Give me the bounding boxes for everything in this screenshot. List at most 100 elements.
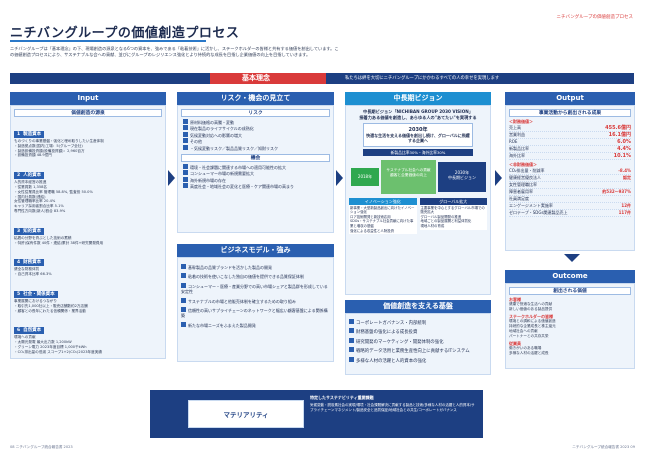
nonfinancial-row: CO₂排出量・削減率-8.4% [509,168,631,175]
foundation-item-text: 多様な人材の活躍と人的資本の強化 [356,358,427,364]
strengths-column: ビジネスモデル・強み 基幹製品の品質ブランドを活かした製品の開発粘着の技術を使い… [177,244,334,362]
strength-item: 信頼性の高いサプライチェーンのネットワークと幅広い顧客基盤による関係構築 [181,307,330,319]
capital-line: キャリア採用者割合比率 5.1% [14,204,64,209]
outcome-item: 持続的な企業成長と株主還元 [509,324,556,329]
outcome-column: Outcome 創出される価値 お客様健康で快適な生活への貢献新しい価値のある製… [505,270,635,369]
financial-label: ＜財務価値＞ [509,119,533,124]
opportunity-item-text: 環境・社会課題に関連する市場への適用可能性の拡大 [190,165,286,171]
outcome-group-label: お客様 [509,297,521,302]
foundation-item-text: 戦略的データ活用と業務生産性向上に貢献するITシステム [356,349,470,355]
strength-item: 粘着の技術を使いこなした独自の価値を提供できる品質保証体制 [181,273,330,279]
materiality-heading: 特定したサステナビリティ重要課題 [310,395,374,400]
risk-item-number-badge [183,119,188,124]
nonfinancial-row-label: エンゲージメント実施率 [509,203,553,208]
capital-name: 自然資本 [23,328,42,334]
risk-list: 原材料価格の高騰・変動現在製品のライフサイクルの成熟化気候変動対応への影響の増大… [181,117,330,154]
outcome-group-label: 従業員 [509,340,521,346]
innovation-pillar: イノベーション強化 新事業・大型新製品創出に向けたイノベーション強化ロア技術開発… [349,197,417,235]
risk-header: リスク・機会の見立て [177,92,334,105]
capital-line: ・製造設備投資額(設備投資額)：2,960百万 [14,148,85,153]
nonfinancial-row: 社員満足度 [509,196,631,203]
title-underline [10,40,206,42]
foundation-item: コーポレートガバナンス・内部統制 [349,319,487,326]
capital-name: 社会・関係資本 [23,291,55,297]
capital-line: 女性管理職率比率 20.4% [14,199,56,204]
vision-arrow-diagram: 2018年 サステナブル社会への貢献 顧客と企業価値の向上 2030年 中長期ビ… [349,159,487,194]
financial-row-value: 16.1億円 [608,132,631,138]
foundation-item: 多様な人材の活躍と人的資本の強化 [349,356,487,364]
strength-item-number-badge [181,321,186,327]
outcome-list: お客様健康で快適な生活への貢献新しい価値のある製品提供ステークホルダーの皆様環境… [509,297,631,356]
foundation-box: コーポレートガバナンス・内部統制財務基盤の強化による成長投資研究開発のマーケティ… [345,313,491,375]
basic-philosophy-label: 基本理念 [242,74,270,82]
vision-pillars: イノベーション強化 新事業・大型新製品創出に向けたイノベーション強化ロア技術開発… [349,197,487,235]
outcome-item: 健康で快適な生活への貢献 [509,302,553,307]
nonfinancial-row: 健康経営優良法人認定 [509,175,631,182]
opportunity-item-text: コンシューマー市場の新規需要拡大 [190,171,254,177]
risk-item-text: ・気候変動リスク／製品品質リスク／知財リスク [190,145,278,151]
strength-item-text: コンシューマー・医療・産業分野での高い市場シェアと製品群を形成している安定性 [181,283,328,295]
nonfinancial-row-value: 約532〜937% [602,189,631,194]
risk-item: その他 [183,138,328,144]
output-header: Output [505,92,635,105]
nonfinancial-label: ＜非財務価値＞ [509,162,537,167]
opportunity-item-number-badge [183,176,188,182]
opportunity-list: 環境・社会課題に関連する市場への適用可能性の拡大コンシューマー市場の新規需要拡大… [181,162,330,192]
foundation-item-text: 研究開発のマーケティング・開発体制の強化 [356,339,444,345]
strength-item: 新たな市場ニーズをふまえた製品開発 [181,321,330,328]
capital-line: ・女性従業員比率 管理職 58.8%, 監査役 50.0% [14,189,93,194]
outcome-item: 環境との調和による価値創造 [509,319,556,324]
opportunity-item: コンシューマー市場の新規需要拡大 [183,170,328,176]
risk-item-text: 気候変動対応への影響の増大 [190,132,242,138]
materiality-label-box: マテリアリティ [188,400,304,428]
output-subtitle: 事業活動から創出される成果 [509,109,631,117]
global-label: グローバル拡大 [419,197,487,205]
risk-item-number-badge [183,125,188,131]
foundation-item-number-badge [349,337,354,343]
capital-line: ・製造拠点数(国内)工場：5(グループ全社) [14,143,83,148]
vision-header: 中長期ビジョン [345,92,491,105]
materiality-label: マテリアリティ [223,411,269,419]
foundation-item-number-badge [349,319,354,324]
nonfinancial-row-label: CO₂排出量・削減率 [509,168,545,173]
capital-line: 専門性方向数(新人)割合 83.9% [14,208,66,213]
capital-line: ・従業員数 1,358名 [14,184,47,189]
innovation-item: 新事業・大型新製品創出に向けたイノベーション強化 [350,206,416,215]
foundation-item-text: 財務基盤の強化による成長投資 [356,330,418,336]
strength-item: コンシューマー・医療・産業分野での高い市場シェアと製品群を形成している安定性 [181,282,330,295]
materiality-details: 特定したサステナビリティ重要課題 気候変動・脱炭素社会の実現/環境・社会課題解決… [310,395,478,413]
outcome-item: パートナーとの共存共栄 [509,333,549,338]
risk-column: リスク・機会の見立て リスク 原材料価格の高騰・変動現在製品のライフサイクルの成… [177,92,334,233]
foundation-item-number-badge [349,347,354,353]
input-header: Input [10,92,166,105]
outcome-item: 新しい価値のある製品提供 [509,307,553,312]
innovation-item-text: 強化による収益性と人財投資 [350,228,394,233]
nonfinancial-row: 障害者雇用率約532〜937% [509,189,631,196]
risk-item-number-badge [183,138,188,144]
foundation-item-text: コーポレートガバナンス・内部統制 [356,321,427,326]
capital-number: 4 [17,260,21,266]
footer-right-text: ニチバングループ統合報告書 2023 [572,445,630,449]
financial-row-label: ROE [509,139,518,144]
outcome-subtitle: 創出される価値 [509,287,631,295]
capital-name: 人的資本 [23,173,42,179]
capital-line: ・自己資本比率 66.3% [14,272,52,277]
innovation-item-text: ロア技術開発と新技術応用 [350,214,391,219]
risk-item: 原材料価格の高騰・変動 [183,119,328,125]
global-list: 主要事業を中心とするグローバル市場での販売拡大グローバル製品開発の推進地域ごとの… [419,204,487,230]
risk-item-number-badge [183,131,188,137]
